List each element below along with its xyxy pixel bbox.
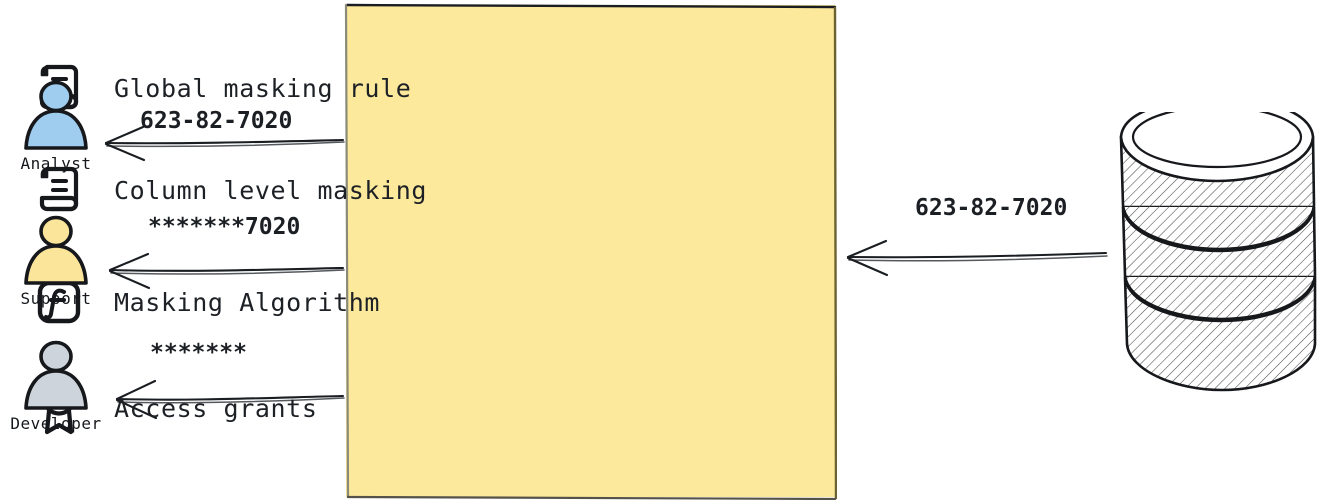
person-icon — [15, 213, 97, 291]
policy-item-global-masking-rule[interactable]: Global masking rule — [32, 58, 411, 118]
policy-item-label: Masking Algorithm — [114, 287, 381, 317]
arrow-to-analyst — [104, 125, 345, 162]
arrow-db-to-policy — [846, 239, 1108, 277]
policy-item-label: Column level masking — [114, 175, 428, 205]
actor-label: Analyst — [20, 154, 92, 173]
person-icon — [15, 78, 97, 156]
policy-item-label: Access grants — [114, 393, 318, 423]
arrow-label-developer: ******* — [150, 340, 247, 366]
arrow-label-database: 623-82-7020 — [915, 195, 1068, 221]
database-icon — [1105, 97, 1335, 407]
arrow-to-support — [108, 252, 345, 290]
actor-developer[interactable]: Developer — [2, 338, 110, 433]
actor-support[interactable]: Support — [2, 213, 110, 308]
actor-analyst[interactable]: Analyst — [2, 78, 110, 173]
actor-label: Support — [20, 289, 92, 308]
actor-label: Developer — [10, 414, 102, 433]
policy-item-label: Global masking rule — [114, 73, 412, 103]
policy-item-column-level-masking[interactable]: Column level masking — [32, 160, 427, 220]
arrow-label-analyst: 623-82-7020 — [140, 108, 293, 134]
scroll-icon — [32, 161, 86, 219]
person-icon — [15, 338, 97, 416]
arrow-label-support: *******7020 — [148, 214, 301, 240]
arrow-to-developer — [115, 379, 345, 420]
policy-panel — [346, 5, 835, 497]
policy-item-masking-algorithm[interactable]: Masking Algorithm — [32, 272, 380, 332]
